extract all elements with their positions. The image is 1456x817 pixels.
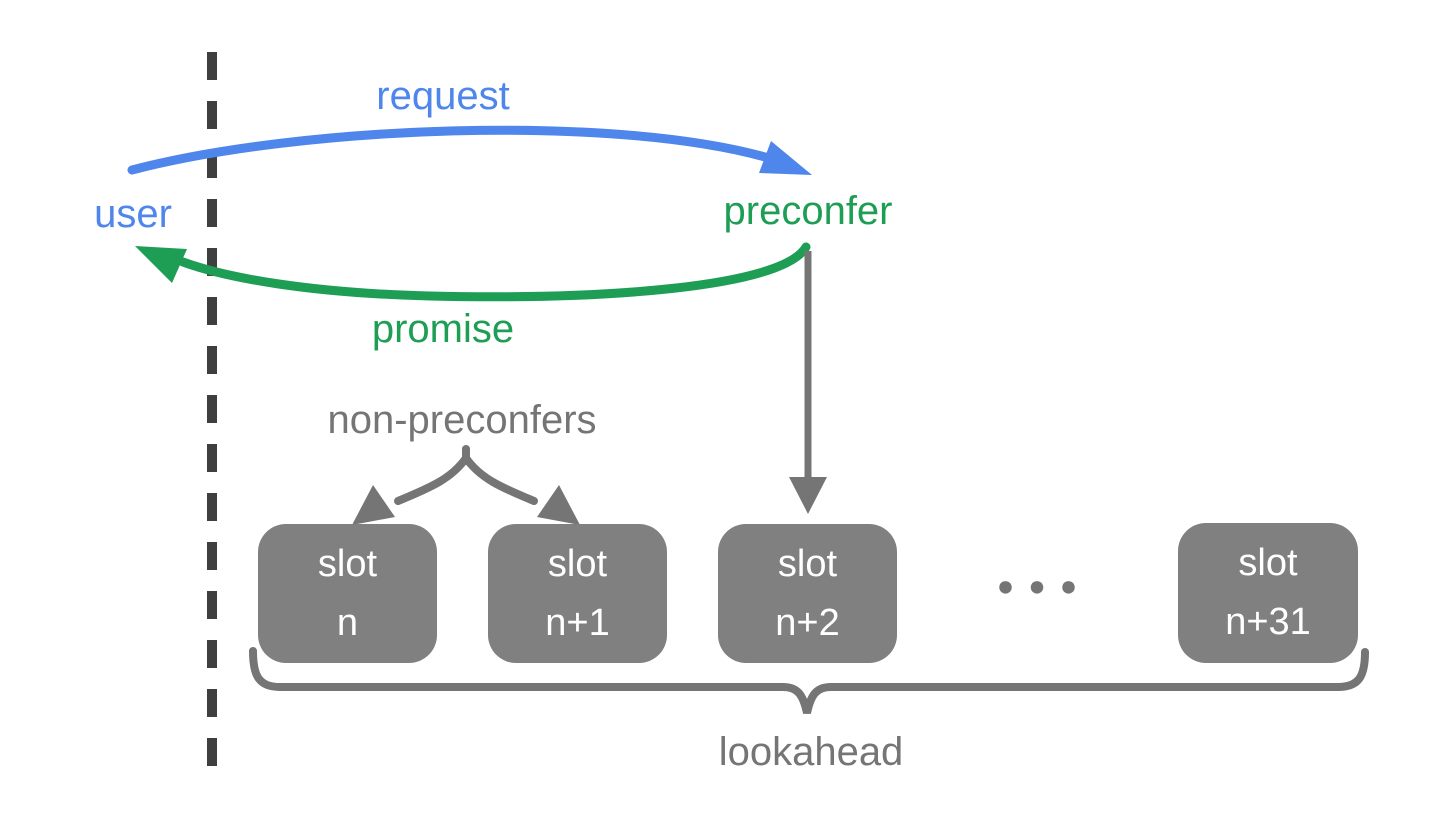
non-preconfers-right-arrowhead-icon (537, 485, 580, 525)
preconfer-to-slot-arrowhead-icon (789, 477, 827, 514)
non-preconfers-left-arrow (394, 454, 470, 505)
user-label: user (94, 192, 172, 236)
non-preconfers-left-arrowhead-icon (352, 485, 395, 525)
promise-label: promise (371, 307, 515, 351)
slot-box-n1-line1: slot (547, 542, 608, 585)
preconfer-label: preconfer (723, 189, 893, 233)
slot-box-n31-line1: slot (1238, 542, 1298, 585)
request-label: request (376, 74, 510, 118)
lookahead-label: lookahead (718, 730, 904, 774)
slot-box-n-line1: slot (317, 542, 378, 585)
request-arrowhead-icon (759, 141, 812, 175)
slot-box-n31-line2: n+31 (1225, 601, 1311, 643)
request-arrow (127, 125, 770, 175)
lookahead-brace (249, 647, 1369, 714)
promise-arrow (178, 242, 811, 302)
non-preconfers-right-arrow (462, 454, 538, 505)
slot-box-n1: slot n+1 (488, 524, 667, 663)
slot-box-n2-line1: slot (777, 542, 838, 585)
slot-box-n2: slot n+2 (718, 524, 897, 663)
slot-box-n31: slot n+31 (1178, 523, 1358, 663)
ellipsis-dots: ●●● (996, 570, 1092, 603)
slot-box-n1-line2: n+1 (545, 601, 610, 644)
slot-box-n: slot n (258, 524, 437, 663)
non-preconfers-label: non-preconfers (327, 398, 597, 442)
slot-box-n2-line2: n+2 (775, 601, 840, 644)
promise-arrowhead-icon (135, 246, 187, 283)
slot-box-n-line2: n (336, 601, 359, 644)
